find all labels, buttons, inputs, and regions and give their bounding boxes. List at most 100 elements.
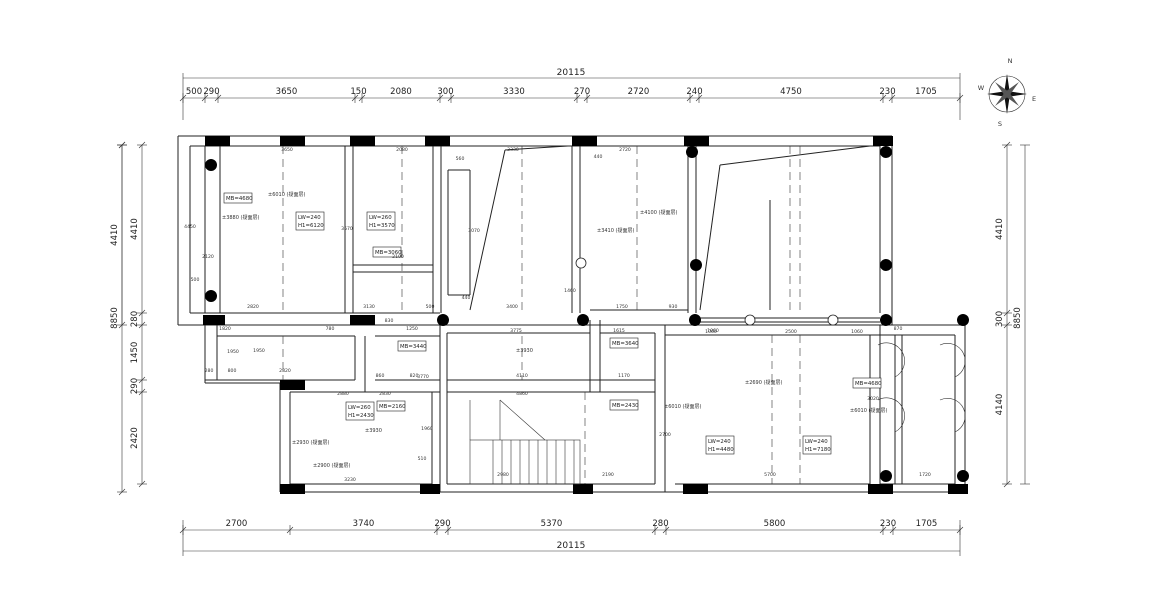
- room-dimension: 4860: [516, 391, 528, 397]
- top-dim-slash: [214, 94, 222, 102]
- right-outer-label: 8850: [1013, 307, 1023, 329]
- room-dimension: 2720: [619, 147, 631, 153]
- room-tag-box: [802, 435, 832, 455]
- column-dot: [880, 470, 892, 482]
- column-block: [572, 136, 597, 146]
- column-block: [280, 136, 305, 146]
- stair-line: [499, 399, 546, 441]
- column-block: [420, 484, 440, 494]
- room-tag-text: H1=4480: [708, 447, 734, 453]
- room-tag-box: [376, 400, 406, 412]
- right-inner-dim-slash: [1003, 480, 1011, 488]
- column-dot: [437, 314, 449, 326]
- room-dimension: 1615: [613, 328, 625, 334]
- right-inner-dim-label: 300: [995, 311, 1005, 327]
- room-dimension: 1460: [564, 288, 576, 294]
- bottom-dim-label: 290: [434, 519, 450, 529]
- top-dim-label: 270: [574, 87, 590, 97]
- left-inner-dim-slash: [138, 321, 146, 329]
- room-dimension: 2500: [785, 329, 797, 335]
- door-swing: [939, 398, 966, 433]
- room-dimension: 3020: [867, 396, 879, 402]
- left-inner-dim-label: 290: [130, 378, 140, 394]
- compass-needle-diag2: [995, 82, 1019, 106]
- room-tag-text: MB=2160: [379, 404, 406, 410]
- room-tag-box: [295, 211, 325, 231]
- elevation-annotation: ±3930: [516, 348, 533, 354]
- room-tag-text: H1=2430: [348, 413, 374, 419]
- room-dimension: 1950: [253, 348, 265, 354]
- room-dimension: 1820: [219, 326, 231, 332]
- bottom-dim-slash: [444, 526, 452, 534]
- column-dot: [880, 259, 892, 271]
- room-dimension: 1750: [616, 304, 628, 310]
- room-tag-box: [852, 377, 882, 389]
- column-block: [280, 380, 305, 390]
- column-block: [350, 315, 375, 325]
- top-dim-label: 150: [350, 87, 366, 97]
- room-tag-box: [372, 246, 402, 258]
- left-outer-total-slash: [118, 141, 126, 149]
- room-dimension: 3400: [506, 304, 518, 310]
- bottom-dim-slash: [662, 526, 670, 534]
- column-block: [203, 315, 225, 325]
- top-dim-slash: [436, 94, 444, 102]
- top-dim-slash: [358, 94, 366, 102]
- bottom-dim-label: 3740: [353, 519, 375, 529]
- top-dim-label: 300: [437, 87, 453, 97]
- bottom-dim-slash: [651, 526, 659, 534]
- compass-w: W: [978, 84, 985, 92]
- top-dim-slash: [447, 94, 455, 102]
- dimension-texts: 20115 500 290 3650 150 2080 300 3330 270 2720 240 4…: [110, 68, 1023, 551]
- top-dim-label: 3650: [276, 87, 298, 97]
- room-tag-text: MB=4680: [855, 381, 882, 387]
- room-dimension: 1060: [851, 329, 863, 335]
- room-dimension: 830: [385, 318, 394, 324]
- total-dim-top: 20115: [557, 68, 586, 78]
- room-dimension: 930: [669, 304, 678, 310]
- right-inner-dim-slash: [1003, 321, 1011, 329]
- room-dimension: 3330: [507, 147, 519, 153]
- bottom-dim-label: 5800: [764, 519, 786, 529]
- column-dot: [880, 146, 892, 158]
- room-dimension: 2120: [202, 254, 214, 260]
- left-inner-dim-label: 2420: [130, 427, 140, 449]
- left-inner-dim-slash: [138, 141, 146, 149]
- room-dimension: 860: [376, 373, 385, 379]
- top-dim-label: 3330: [503, 87, 525, 97]
- right-inner-dim-slash: [1003, 141, 1011, 149]
- window-mark: [575, 257, 587, 269]
- elevation-annotation: ±3930: [365, 428, 382, 434]
- room-tag-text: H1=3570: [369, 223, 395, 229]
- column-dot: [957, 314, 969, 326]
- top-dim-slash: [201, 94, 209, 102]
- top-dim-slash: [179, 94, 187, 102]
- top-dim-slash: [695, 94, 703, 102]
- top-dim-label: 2080: [390, 87, 412, 97]
- room-dimension: 280: [205, 368, 214, 374]
- top-dim-label: 240: [686, 87, 702, 97]
- slope-line: [504, 145, 569, 151]
- top-dim-slash: [573, 94, 581, 102]
- room-tag-text: LW=240: [298, 215, 321, 221]
- room-dimension: 1060: [705, 329, 717, 335]
- slope-line: [699, 164, 721, 311]
- room-tag-text: LW=260: [369, 215, 392, 221]
- door-swing: [877, 342, 905, 378]
- column-dot: [690, 259, 702, 271]
- top-dim-label: 500: [186, 87, 202, 97]
- column-dot: [689, 314, 701, 326]
- room-tag-text: LW=240: [805, 439, 828, 445]
- room-dimension: 2190: [602, 472, 614, 478]
- door-swing: [939, 343, 966, 378]
- room-dimension: 2080: [396, 147, 408, 153]
- top-dim-label: 2720: [628, 87, 650, 97]
- top-dim-label: 4750: [780, 87, 802, 97]
- room-tags: MB=4680LW=240H1=6120LW=260H1=3570MB=3060…: [223, 192, 882, 455]
- elevation-annotation: ±3410 (疑面层): [597, 227, 634, 234]
- column-block: [873, 136, 893, 146]
- room-dimension: 1720: [919, 472, 931, 478]
- room-tag-text: MB=2430: [612, 403, 639, 409]
